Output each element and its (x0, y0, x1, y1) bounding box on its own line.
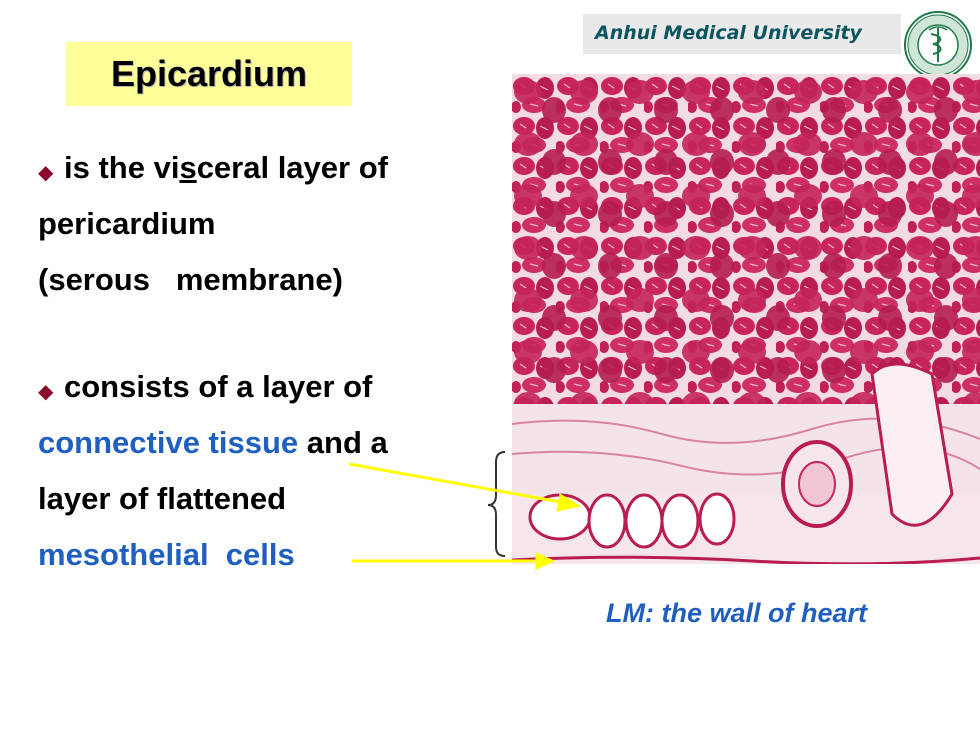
title-box: Epicardium (66, 42, 352, 106)
heart-wall-micrograph (512, 74, 980, 589)
diamond-icon: ◆ (38, 381, 54, 403)
bullet2-line2: connective tissue and a (38, 425, 388, 461)
bullet1-underlined: s (179, 150, 197, 185)
bullet2-line3: layer of flattened (38, 481, 287, 516)
page-title: Epicardium (110, 53, 308, 94)
bullet2-and-a: and a (298, 425, 388, 460)
bullet1-line2: pericardium (38, 206, 216, 241)
university-seal-icon (904, 11, 972, 79)
bullet1-part1: is the vi (64, 150, 180, 185)
image-caption: LM: the wall of heart (606, 598, 868, 628)
bracket-icon (487, 451, 506, 557)
diamond-icon: ◆ (38, 162, 54, 184)
bullet1-part2: ceral layer of (196, 150, 388, 185)
bullet2-line1: consists of a layer of (64, 369, 373, 404)
university-banner: Anhui Medical University (583, 14, 901, 54)
bullet1-line1: is the visceral layer of (64, 150, 388, 186)
mesothelial-cells-term: mesothelial cells (38, 537, 295, 572)
university-name: Anhui Medical University (595, 22, 862, 44)
connective-tissue-term: connective tissue (38, 425, 299, 460)
bullet1-line3: (serous membrane) (38, 262, 343, 297)
